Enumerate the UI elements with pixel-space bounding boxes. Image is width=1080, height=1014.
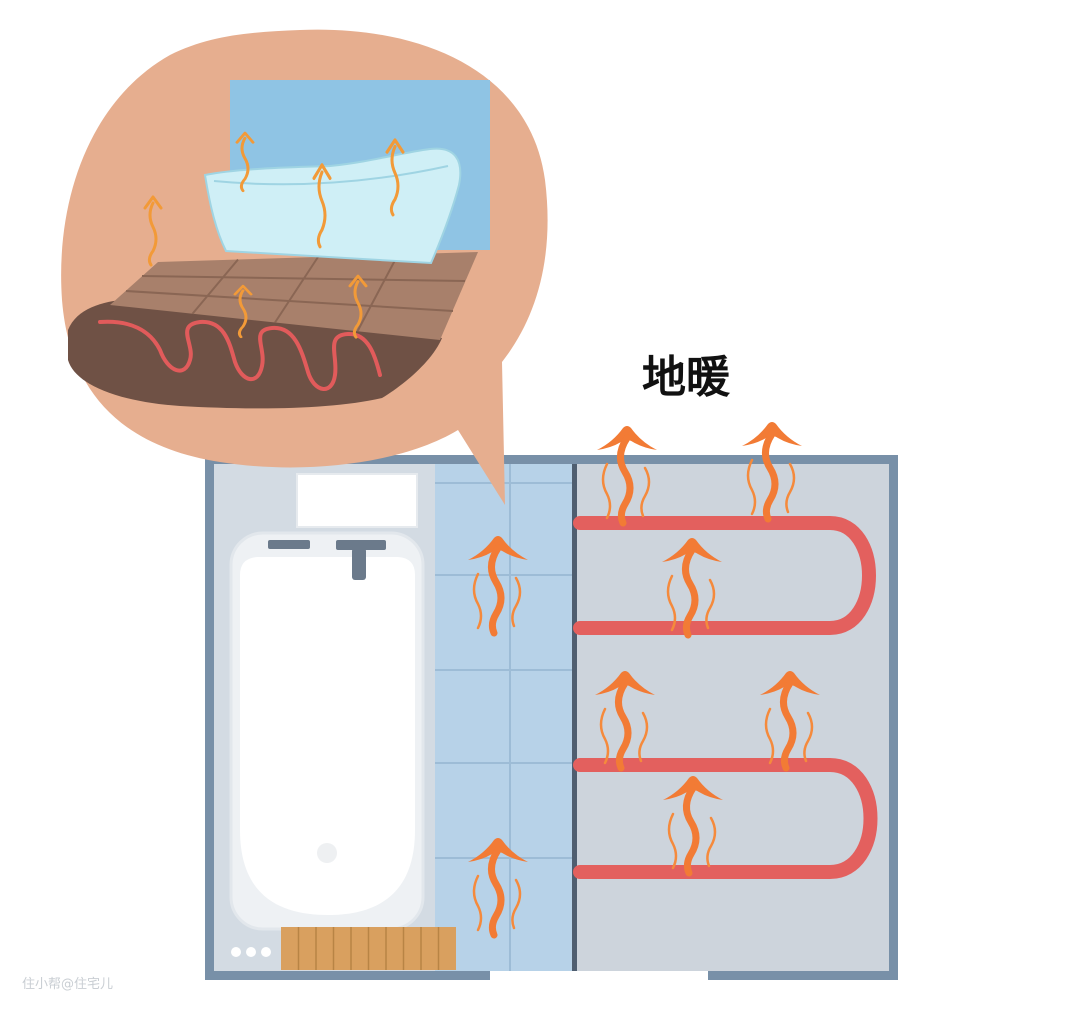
floor-section xyxy=(68,252,478,409)
heating-pipe-loop-lower xyxy=(573,758,878,879)
drain-icon xyxy=(317,843,337,863)
heating-pipe-icon xyxy=(573,516,878,879)
watermark: 住小帮@住宅儿 xyxy=(22,977,113,992)
wood-mat xyxy=(281,927,456,970)
outer-wall xyxy=(205,455,898,980)
control-dots xyxy=(231,947,271,957)
diagram-title: 地暖 xyxy=(642,352,731,403)
bathtub-icon xyxy=(229,531,425,931)
faucet-icon xyxy=(268,540,386,580)
closeup-bubble xyxy=(61,29,548,505)
floor-base xyxy=(68,298,442,409)
heating-pipe-loop-upper xyxy=(573,516,876,635)
heated-room-floor xyxy=(577,463,889,971)
mirror-cabinet xyxy=(296,473,418,528)
floor-plan xyxy=(205,422,898,980)
heating-wire-icon xyxy=(98,319,382,391)
tile-floor xyxy=(110,252,478,340)
room-divider xyxy=(572,463,577,971)
